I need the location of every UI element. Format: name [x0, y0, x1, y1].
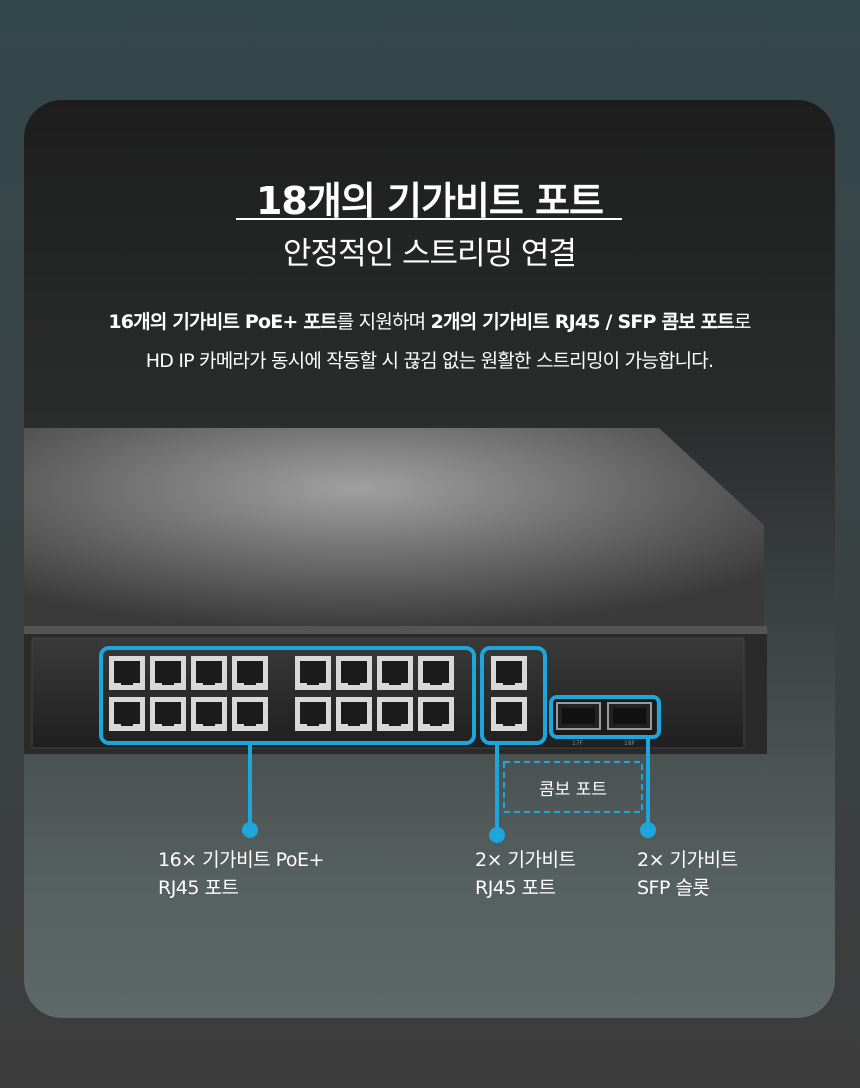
- sfp-port-label-1: 17F: [572, 740, 584, 747]
- rj45-combo-highlight: [480, 646, 547, 745]
- sfp-callout-line-1: 2× 기가비트: [637, 849, 738, 871]
- rj45-callout-dot: [489, 827, 505, 843]
- rj45-port-6: [336, 656, 372, 690]
- description-text-2: 로: [734, 311, 751, 333]
- sfp-slots-callout: 2× 기가비트 SFP 슬롯: [637, 846, 738, 902]
- page-title: 18개의 기가비트 포트: [255, 179, 604, 223]
- sfp-callout-line-2: SFP 슬롯: [637, 877, 710, 899]
- sfp-callout-dot: [640, 822, 656, 838]
- poe-callout-line-2: RJ45 포트: [158, 877, 239, 899]
- description-text-1: 를 지원하며: [336, 311, 431, 333]
- feature-card: 18개의 기가비트 포트 안정적인 스트리밍 연결 16개의 기가비트 PoE+…: [24, 100, 835, 1018]
- switch-illustration: 17F 18F: [24, 428, 767, 843]
- rj45-port-18: [491, 697, 527, 731]
- poe-callout-line-1: 16× 기가비트 PoE+: [158, 849, 324, 871]
- sfp-slots: [552, 698, 656, 736]
- rj45-callout-line-1: 2× 기가비트: [475, 849, 576, 871]
- rj45-port-15: [377, 697, 413, 731]
- rj45-ports-group-1: [109, 656, 527, 731]
- rj45-port-8: [418, 656, 454, 690]
- rj45-port-13: [295, 697, 331, 731]
- rj45-port-4: [232, 656, 268, 690]
- combo-port-label: 콤보 포트: [539, 779, 607, 800]
- rj45-port-5: [295, 656, 331, 690]
- rj45-port-1: [109, 656, 145, 690]
- description-bold-1: 16개의 기가비트 PoE+ 포트: [108, 311, 337, 333]
- rj45-port-16: [418, 697, 454, 731]
- rj45-port-9: [109, 697, 145, 731]
- title-underline: [236, 218, 622, 220]
- rj45-port-17: [491, 656, 527, 690]
- rj45-port-12: [232, 697, 268, 731]
- description-bold-2: 2개의 기가비트 RJ45 / SFP 콤보 포트: [430, 311, 735, 333]
- rj45-port-11: [191, 697, 227, 731]
- rj45-port-14: [336, 697, 372, 731]
- rj45-port-7: [377, 656, 413, 690]
- description-line-1: 16개의 기가비트 PoE+ 포트를 지원하며 2개의 기가비트 RJ45 / …: [24, 307, 835, 334]
- description-line-2: HD IP 카메라가 동시에 작동할 시 끊김 없는 원활한 스트리밍이 가능합…: [145, 350, 714, 372]
- rj45-port-3: [191, 656, 227, 690]
- sfp-highlight: [549, 695, 661, 739]
- sfp-port-label-2: 18F: [624, 740, 636, 747]
- rj45-port-10: [150, 697, 186, 731]
- poe-ports-callout: 16× 기가비트 PoE+ RJ45 포트: [158, 846, 324, 902]
- rj45-port-2: [150, 656, 186, 690]
- rj45-callout-line-2: RJ45 포트: [475, 877, 556, 899]
- poe-ports-highlight: [99, 646, 476, 745]
- page-subtitle: 안정적인 스트리밍 연결: [283, 236, 577, 272]
- rj45-ports-callout: 2× 기가비트 RJ45 포트: [475, 846, 576, 902]
- switch-top: [24, 428, 764, 630]
- poe-callout-dot: [242, 822, 258, 838]
- combo-dashed-box: [503, 761, 643, 813]
